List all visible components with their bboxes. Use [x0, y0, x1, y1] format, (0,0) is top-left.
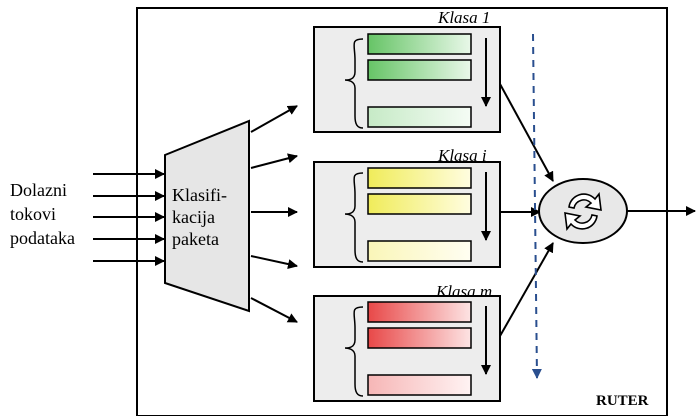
- packet: [367, 106, 472, 128]
- queue-klasa-i: [313, 161, 501, 268]
- input-label-line: podataka: [10, 228, 75, 248]
- class-label-1: Klasa 1: [438, 8, 491, 27]
- classifier-label: Klasifi- kacija paketa: [172, 184, 227, 250]
- input-flows-label: Dolazni tokovi podataka: [10, 178, 75, 250]
- input-arrows: [93, 169, 165, 266]
- queue-brace: [344, 306, 364, 397]
- input-label-line: Dolazni: [10, 180, 67, 200]
- packet: [367, 301, 472, 323]
- input-label-line: tokovi: [10, 204, 57, 224]
- scheduler: [538, 178, 628, 244]
- class-label-m: Klasa m: [436, 282, 493, 301]
- classifier-output-arrows: [250, 105, 298, 323]
- classifier-arrow: [250, 255, 298, 269]
- classifier-label-line: kacija: [172, 207, 215, 227]
- packet: [367, 327, 472, 349]
- scheduler-arrow: [499, 242, 554, 337]
- class-label-i: Klasa i: [438, 146, 487, 165]
- router-label: RUTER: [596, 393, 649, 409]
- classifier-arrow: [250, 153, 298, 169]
- queue-klasa-1: [313, 26, 501, 133]
- packet: [367, 33, 472, 55]
- scheduler-input-arrows: [499, 83, 554, 337]
- packet: [367, 193, 472, 215]
- classifier-arrow: [250, 297, 298, 323]
- dashed-boundary-arrow: [531, 33, 542, 379]
- classifier-label-line: paketa: [172, 229, 219, 249]
- packet: [367, 167, 472, 189]
- cycle-icon: [564, 192, 602, 231]
- queue-brace: [344, 38, 364, 129]
- packet: [367, 374, 472, 396]
- scheduler-arrow: [499, 83, 554, 182]
- classifier-block: [164, 119, 250, 313]
- packet: [367, 240, 472, 262]
- classifier-label-line: Klasifi-: [172, 185, 227, 205]
- queue-klasa-m: [313, 295, 501, 402]
- queue-brace: [344, 172, 364, 263]
- packet: [367, 59, 472, 81]
- scheduler-circle: [538, 178, 628, 244]
- classifier-arrow: [250, 105, 298, 133]
